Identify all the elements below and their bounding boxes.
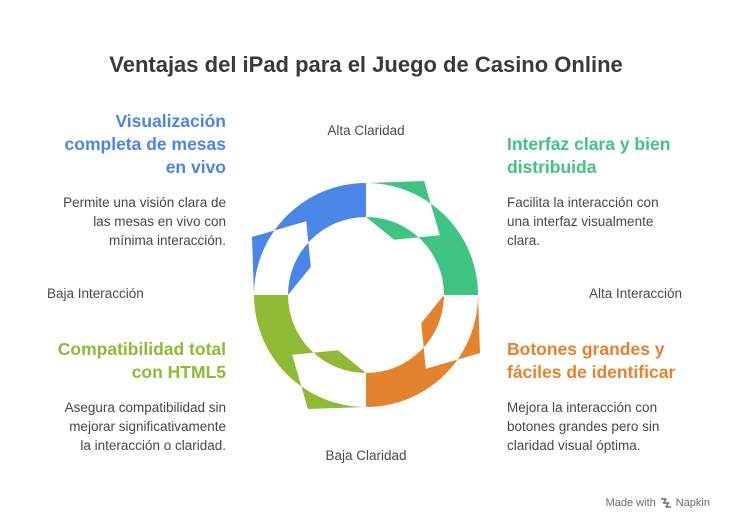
quadrant-top-left-heading: Visualización completa de mesas en vivo — [64, 111, 226, 177]
ring-segment-bottom-left — [254, 295, 366, 409]
page-title: Ventajas del iPad para el Juego de Casin… — [109, 52, 623, 77]
axis-label-left: Baja Interacción — [47, 286, 144, 301]
quadrant-bottom-right-description: Mejora la interacción con botones grande… — [507, 400, 660, 453]
axis-label-right: Alta Interacción — [588, 286, 682, 301]
quadrant-bottom-left-heading: Compatibilidad total con HTML5 — [57, 339, 226, 382]
made-with-label: Made with — [605, 497, 656, 509]
quadrant-bottom-right-heading: Botones grandes y fáciles de identificar — [507, 339, 676, 382]
quadrant-top-right-heading: Interfaz clara y bien distribuida — [507, 134, 671, 177]
napkin-watermark: Made with Napkin — [606, 497, 710, 509]
quadrant-top-right-description: Facilita la interacción con una interfaz… — [507, 195, 659, 248]
quadrant-bottom-left-description: Asegura compatibilidad sin mejorar signi… — [64, 400, 226, 453]
ring-segment-top-left — [252, 183, 366, 295]
axis-label-bottom: Baja Claridad — [325, 448, 407, 463]
napkin-brand-label: Napkin — [675, 497, 710, 509]
ring-segment-top-right — [366, 181, 478, 295]
axis-label-top: Alta Claridad — [327, 123, 405, 138]
napkin-icon — [660, 498, 671, 508]
quadrant-top-left-description: Permite una visión clara de las mesas en… — [63, 195, 226, 248]
ring-segment-bottom-right — [366, 295, 480, 407]
